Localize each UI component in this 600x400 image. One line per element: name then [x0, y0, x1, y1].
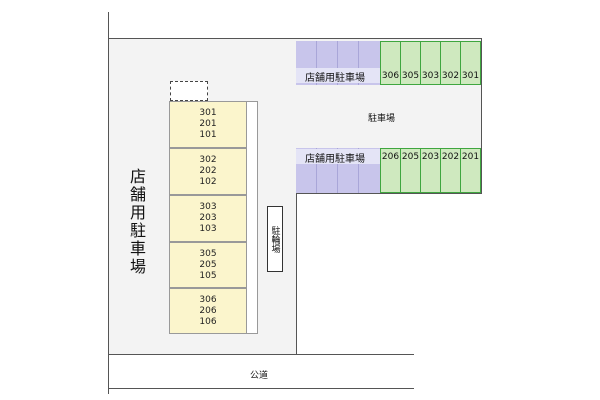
bicycle-parking: 駐輪場 — [267, 206, 283, 272]
slot-number: 303 — [421, 71, 440, 81]
parking-row-top: 店舗用駐車場 306 305 303 302 301 — [296, 41, 482, 85]
boundary-inner — [296, 193, 297, 354]
slot-number: 301 — [461, 71, 480, 81]
building-unit-5: 306 206 106 — [169, 288, 247, 334]
parking-lot-label: 駐車場 — [368, 114, 396, 124]
unit-number: 303 — [199, 202, 217, 212]
unit-number: 306 — [199, 294, 217, 305]
parking-row-bottom: 店舗用駐車場 206 205 203 202 201 — [296, 148, 482, 193]
store-parking-top-label: 店舗用駐車場 — [305, 72, 365, 84]
road-bottom-edge — [108, 388, 414, 389]
building-unit-4: 305 205 105 — [169, 242, 247, 288]
slot-number: 205 — [401, 152, 420, 162]
slot-number: 206 — [381, 152, 400, 162]
building-unit-2: 302 202 102 — [169, 148, 247, 195]
unit-number: 206 — [199, 305, 217, 316]
store-parking-left-label: 店舗用駐車場 — [127, 168, 146, 276]
unit-number: 305 — [199, 248, 217, 259]
unit-number: 301 — [199, 108, 217, 118]
slot-number: 302 — [441, 71, 460, 81]
unit-number: 205 — [199, 259, 217, 270]
boundary-mid — [296, 193, 482, 194]
unit-number: 103 — [199, 224, 217, 234]
unit-number: 106 — [199, 316, 217, 327]
slot-number: 201 — [461, 152, 480, 162]
road-top-edge — [296, 354, 414, 355]
boundary-top — [108, 38, 482, 39]
unit-number: 302 — [199, 155, 217, 165]
slot-number: 305 — [401, 71, 420, 81]
boundary-right — [481, 38, 482, 194]
building-unit-1: 301 201 101 — [169, 101, 247, 148]
boundary-bottom — [108, 354, 296, 355]
boundary-left — [108, 12, 109, 354]
store-parking-label-band — [296, 149, 380, 164]
unit-number: 202 — [199, 166, 217, 176]
store-parking-bottom-label: 店舗用駐車場 — [305, 153, 365, 165]
unit-number: 105 — [199, 270, 217, 281]
slot-number: 202 — [441, 152, 460, 162]
building-unit-3: 303 203 103 — [169, 195, 247, 242]
resident-stall-301[interactable] — [460, 41, 481, 85]
unit-number: 102 — [199, 177, 217, 187]
unit-number: 101 — [199, 130, 217, 140]
road-label: 公道 — [250, 371, 269, 381]
slot-number: 306 — [381, 71, 400, 81]
unit-number: 201 — [199, 119, 217, 129]
unit-number: 203 — [199, 213, 217, 223]
dashed-outline — [170, 81, 208, 101]
bicycle-parking-label: 駐輪場 — [269, 225, 280, 253]
store-parking-label-band — [296, 68, 380, 83]
building-corridor — [246, 101, 258, 334]
resident-stall-201[interactable] — [460, 148, 481, 193]
road-left-edge — [108, 354, 109, 394]
slot-number: 203 — [421, 152, 440, 162]
